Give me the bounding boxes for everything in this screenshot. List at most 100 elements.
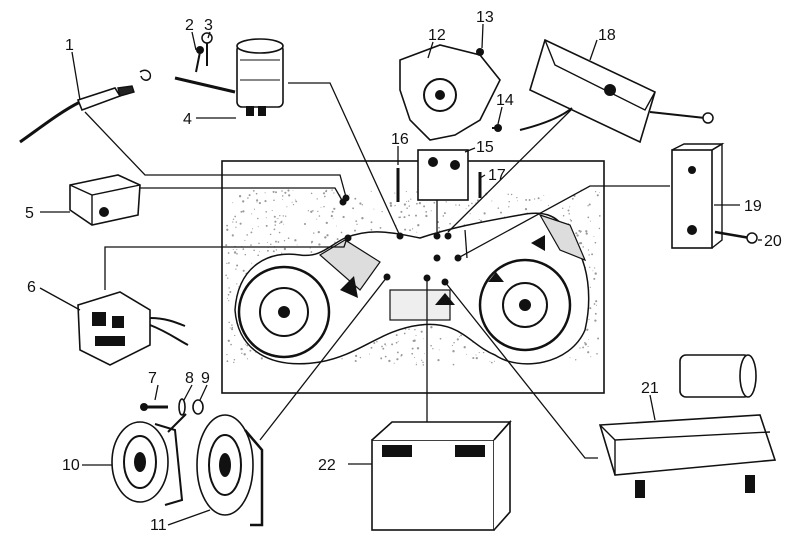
callout-22: 22 [318,457,336,474]
stipple-dot [389,204,393,207]
stipple-dot [233,361,235,364]
stipple-dot [517,200,519,202]
stipple-dot [265,224,268,227]
stipple-dot [439,337,442,340]
stipple-dot [413,339,416,342]
stipple-dot [385,345,387,347]
stipple-dot [334,241,336,243]
stipple-dot [326,234,329,237]
stipple-dot [589,286,591,288]
stipple-dot [403,332,406,335]
stipple-dot [277,218,279,220]
stipple-dot [399,216,401,219]
stipple-dot [373,342,376,344]
stipple-dot [587,205,589,207]
stipple-dot [593,235,595,237]
callout-4: 4 [183,111,192,128]
stipple-dot [239,222,242,225]
stipple-dot [283,240,286,242]
stipple-dot [236,283,238,285]
callout-10: 10 [62,457,80,474]
callout-13: 13 [476,9,494,26]
stipple-dot [281,190,283,192]
stipple-dot [413,356,415,359]
stipple-dot [595,304,597,306]
stipple-dot [482,351,485,354]
stipple-dot [281,198,283,200]
stipple-dot [579,231,581,233]
callout-15: 15 [476,139,494,156]
stipple-dot [281,252,283,254]
stipple-dot [430,326,433,329]
stipple-dot [286,206,288,208]
callout-lines [39,23,762,526]
stipple-dot [317,210,319,213]
callout-labels: 1 2 3 4 5 6 7 8 9 10 11 12 13 14 15 16 1… [25,9,782,534]
callout-9: 9 [201,370,210,387]
stipple-dot [226,360,229,363]
stipple-dot [349,194,351,196]
stipple-dot [525,198,528,201]
stipple-dot [430,344,432,347]
stipple-dot [322,192,326,195]
stipple-dot [384,343,386,346]
stipple-dot [267,242,268,243]
stipple-dot [466,353,468,355]
stipple-dot [395,341,398,344]
stipple-dot [424,353,425,355]
stipple-dot [354,354,358,358]
stipple-dot [246,358,248,360]
stipple-dot [228,287,230,289]
stipple-dot [370,228,373,231]
stipple-dot [396,351,399,354]
stipple-dot [586,328,589,331]
stipple-dot [508,206,510,208]
stipple-dot [330,214,333,218]
stipple-dot [590,356,592,358]
stipple-dot [250,244,252,246]
stipple-dot [243,353,246,356]
stipple-dot [282,215,285,217]
stipple-dot [227,252,230,254]
stipple-dot [278,231,281,234]
stipple-dot [445,201,447,203]
stipple-dot [391,343,394,346]
stipple-dot [238,195,242,198]
stipple-dot [225,274,227,277]
stipple-dot [406,207,408,209]
stipple-dot [283,223,285,225]
stipple-dot [238,286,240,288]
stipple-dot [228,321,230,324]
stipple-dot [251,262,253,264]
stipple-dot [232,202,234,204]
stipple-dot [592,270,594,272]
stipple-dot [415,334,417,336]
stipple-dot [582,246,584,248]
stipple-dot [273,199,275,201]
stipple-dot [459,336,460,337]
stipple-dot [258,251,260,253]
stipple-dot [393,205,395,207]
stipple-dot [451,344,453,347]
stipple-dot [489,360,491,362]
stipple-dot [467,204,470,207]
stipple-dot [341,358,343,360]
stipple-dot [455,204,457,206]
stipple-dot [416,191,418,193]
stipple-dot [226,297,228,299]
stipple-dot [279,215,281,217]
stipple-dot [257,254,260,257]
callout-19: 19 [744,198,762,215]
connection-dots [339,194,462,286]
stipple-dot [379,226,382,229]
stipple-dot [599,192,600,193]
stipple-dot [310,210,313,213]
stipple-dot [234,334,236,337]
stipple-dot [438,226,440,229]
stipple-dot [590,220,591,222]
stipple-dot [585,232,588,235]
stipple-dot [250,231,253,234]
stipple-dot [417,224,420,227]
callout-21: 21 [641,380,659,397]
stipple-dot [569,357,571,359]
